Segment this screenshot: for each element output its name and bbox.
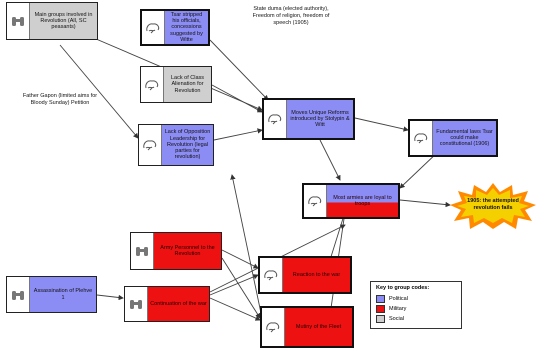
legend-item-social: Social [376,314,456,324]
node-lack-class-alienation[interactable]: Lack of Class Alienation for Revolution [140,66,212,103]
node-label: Lack of Opposition Leadership for Revolu… [162,125,213,165]
legend-item-political: Political [376,294,456,304]
node-label: Mutiny of the Fleet [285,308,352,346]
brain-icon [260,258,283,292]
brain-icon [304,185,327,217]
node-label: Most armies are loyal to troops [327,185,398,217]
binoculars-icon [7,277,30,312]
node-label: Main groups involved in Revolution (All,… [30,3,97,39]
node-main-groups[interactable]: Main groups involved in Revolution (All,… [6,2,98,40]
swatch-military [376,305,385,313]
annotation-duma: State duma (elected authority), Freedom … [252,6,330,26]
node-army-personnel[interactable]: Army Personnel to the Revolution [130,232,222,270]
outcome-text: 1905: the attempted revolution fails [467,198,519,211]
brain-icon [139,125,162,165]
node-assassination-plehve[interactable]: Assassination of Plehve 1 [6,276,97,313]
node-mutiny-fleet[interactable]: Mutiny of the Fleet [260,306,354,348]
node-label: Army Personnel to the Revolution [154,233,221,269]
node-lack-opposition-leadership[interactable]: Lack of Opposition Leadership for Revolu… [138,124,214,166]
node-fundamental-laws[interactable]: Fundamental laws Tsar could make constit… [408,119,498,157]
arrow-n9-n12 [209,297,261,321]
outcome-burst[interactable]: 1905: the attempted revolution fails [450,183,536,229]
burst-shape [450,183,536,229]
node-tsar-concessions[interactable]: Tsar stripped his officials, concessions… [140,9,210,46]
arrow-n10-n9 [96,294,124,301]
node-label: Tsar stripped his officials, concessions… [165,11,208,44]
node-label: Fundamental laws Tsar could make constit… [433,121,496,155]
arrow-n7-burst [399,199,451,208]
brain-icon [264,100,287,138]
node-label: Reaction to the war [283,258,350,292]
binoculars-icon [131,233,154,269]
binoculars-icon [7,3,30,39]
arrow-n8-n12 [221,257,261,319]
binoculars-icon [125,287,148,321]
legend-key: Key to group codes: Political Military S… [370,281,462,329]
node-armies-loyal[interactable]: Most armies are loyal to troops [302,183,400,219]
arrow-n3-n5 [211,84,263,113]
node-label: Moves Unique Reforms introduced by Stoly… [287,100,353,138]
brain-icon [262,308,285,346]
node-label: Assassination of Plehve 1 [30,277,96,312]
arrow-n2-n5 [209,39,269,101]
node-label: Lack of Class Alienation for Revolution [164,67,211,102]
arrow-n5-n6 [354,117,409,132]
arrow-n1-n4 [59,44,139,139]
node-label: Continuation of the war [148,287,209,321]
arrow-n9-n11 [209,274,259,296]
arrow-n12-n4 [230,174,263,319]
annotation-gapon: Father Gapon (limited aims for Bloody Su… [22,93,98,106]
legend-item-military: Military [376,304,456,314]
legend-title: Key to group codes: [376,285,430,291]
node-reaction-war[interactable]: Reaction to the war [258,256,352,294]
arrow-n11-n7 [329,211,347,261]
brain-icon [142,11,165,44]
arrow-n5-n7 [319,139,341,181]
legend-label: Military [389,306,407,312]
brain-icon [141,67,164,102]
arrow-n8-n11 [221,249,259,269]
node-reforms[interactable]: Moves Unique Reforms introduced by Stoly… [262,98,355,140]
swatch-social [376,315,385,323]
swatch-political [376,295,385,303]
brain-icon [410,121,433,155]
arrow-n4-n5 [213,128,263,141]
legend-label: Social [389,316,404,322]
node-continuation-war[interactable]: Continuation of the war [124,286,210,322]
legend-label: Political [389,296,408,302]
